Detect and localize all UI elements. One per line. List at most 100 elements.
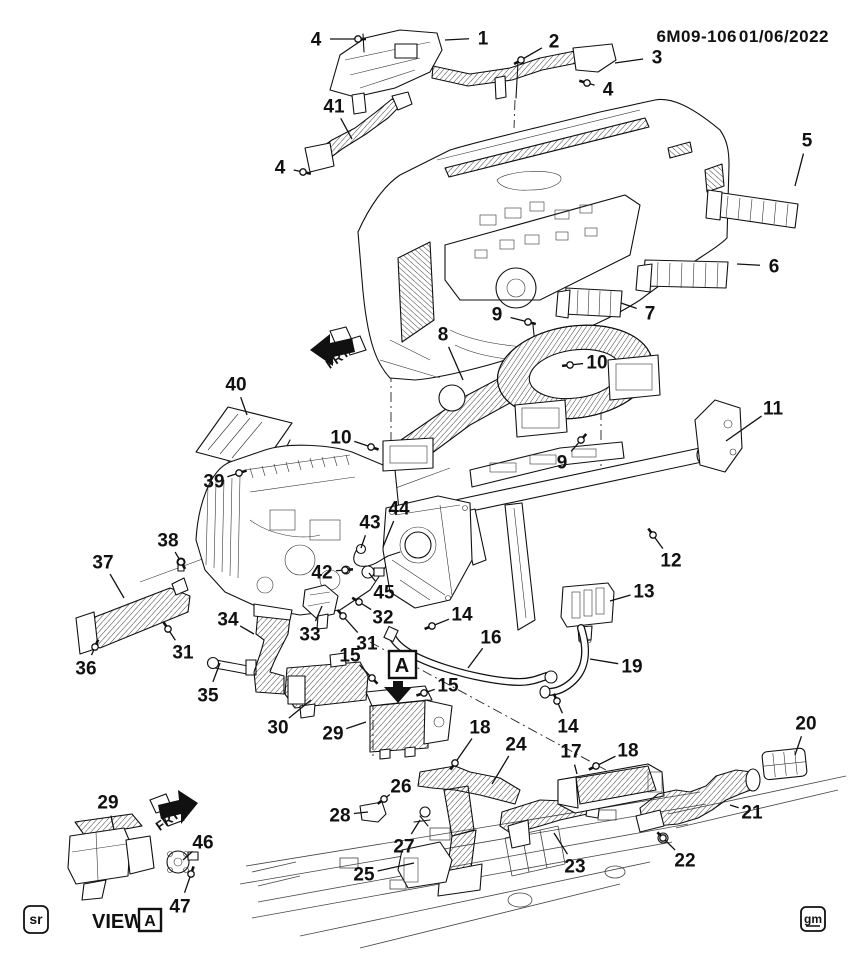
leader-line-37	[109, 573, 125, 599]
callout-43: 43	[359, 513, 380, 534]
callout-45: 45	[373, 583, 395, 604]
fastener-icon	[577, 433, 588, 444]
leader-line-35	[212, 662, 221, 683]
steering-column-opening	[495, 267, 537, 309]
callout-2: 2	[549, 32, 560, 53]
duct-30	[284, 652, 369, 719]
callout-20: 20	[795, 714, 816, 735]
floor-duct-24	[417, 765, 521, 897]
fastener-icon	[235, 469, 248, 477]
fastener-icon	[341, 566, 354, 574]
fastener-icon	[367, 443, 380, 451]
callout-17: 17	[560, 742, 581, 763]
leader-line-27	[410, 819, 421, 835]
sr-badge-text: sr	[29, 911, 43, 927]
leader-line-3	[614, 58, 644, 64]
callout-14: 14	[557, 717, 579, 738]
callout-46: 46	[192, 833, 213, 854]
fastener-icon	[578, 79, 591, 87]
detail-a-letter: A	[395, 655, 409, 677]
fastener-icon	[449, 759, 459, 771]
callout-10: 10	[330, 428, 351, 449]
leader-line-33	[314, 605, 323, 622]
leader-line-16	[467, 647, 484, 669]
callout-1: 1	[478, 29, 489, 50]
document-number: 6M09-106	[656, 27, 737, 46]
leader-line-25	[377, 862, 415, 872]
callout-41: 41	[323, 97, 345, 118]
ip-left-vent	[397, 241, 435, 343]
frt-arrow-lower: FRT	[149, 790, 198, 834]
side-demister-duct-37	[75, 577, 191, 655]
leader-line-40	[240, 396, 248, 416]
callout-5: 5	[802, 131, 813, 152]
leader-line-5	[794, 153, 805, 187]
callout-36: 36	[75, 659, 96, 680]
defroster-grille-assembly-1	[329, 29, 443, 115]
defroster-vent-strip	[444, 117, 650, 178]
rear-duct-21	[635, 768, 761, 833]
callout-42: 42	[311, 563, 332, 584]
gm-badge: gm	[800, 906, 826, 932]
fastener-icon	[336, 609, 347, 620]
fastener-icon	[513, 56, 525, 66]
fastener-icon	[376, 795, 388, 805]
callout-14: 14	[451, 605, 473, 626]
column-support-leg	[504, 502, 536, 631]
document-date: 01/06/2022	[739, 27, 829, 46]
leader-line-11	[725, 415, 762, 442]
leader-line-46	[182, 850, 194, 861]
fastener-icon	[656, 831, 667, 842]
outlet-vent-7	[555, 287, 623, 319]
callout-31: 31	[356, 634, 378, 655]
callout-39: 39	[203, 472, 224, 493]
bracket-13	[560, 582, 615, 644]
callout-22: 22	[674, 851, 695, 872]
heater-pipe-19	[539, 624, 590, 699]
sr-badge: sr	[23, 905, 49, 934]
bracket-28-27-26	[359, 801, 431, 827]
callout-9: 9	[492, 305, 503, 326]
callout-47: 47	[169, 897, 190, 918]
view-word: VIEW	[92, 911, 143, 933]
fastener-icon	[187, 866, 195, 878]
callout-27: 27	[393, 837, 414, 858]
leader-line-28	[353, 811, 369, 815]
callout-4: 4	[603, 80, 614, 101]
leader-line-29	[346, 721, 367, 730]
callout-9: 9	[557, 453, 568, 474]
callout-38: 38	[157, 531, 178, 552]
flex-hose-35	[206, 656, 257, 676]
rear-vent-20	[761, 747, 808, 781]
fastener-icon	[588, 762, 600, 771]
leader-line-43	[360, 535, 367, 549]
callout-19: 19	[621, 657, 642, 678]
callout-23: 23	[564, 857, 585, 878]
leader-line-8	[447, 346, 464, 381]
fastener-icon	[162, 621, 172, 633]
leader-line-2	[520, 47, 543, 61]
callout-44: 44	[388, 499, 410, 520]
leader-line-29	[110, 815, 115, 831]
leader-line-17	[573, 764, 578, 775]
leader-line-6	[736, 263, 761, 266]
view-a-inset-outlet-29	[67, 813, 155, 901]
callout-18: 18	[617, 741, 638, 762]
detail-a-marker: A	[384, 649, 418, 703]
detail-a-arrow-icon	[384, 681, 412, 703]
duct-34	[253, 603, 293, 695]
fastener-icon	[354, 35, 366, 43]
leader-line-7	[620, 302, 637, 310]
fastener-icon	[351, 596, 363, 606]
leader-line-45	[368, 572, 376, 582]
fastener-icon	[415, 689, 428, 697]
outlet-vent-6	[635, 259, 729, 293]
center-duct-8	[382, 324, 661, 472]
outlet-vent-5	[705, 189, 799, 229]
callout-28: 28	[329, 806, 350, 827]
callout-30: 30	[267, 718, 288, 739]
fastener-icon	[552, 693, 561, 705]
fastener-icon	[177, 558, 187, 570]
glovebox-outline	[496, 171, 562, 191]
callout-3: 3	[652, 48, 663, 69]
